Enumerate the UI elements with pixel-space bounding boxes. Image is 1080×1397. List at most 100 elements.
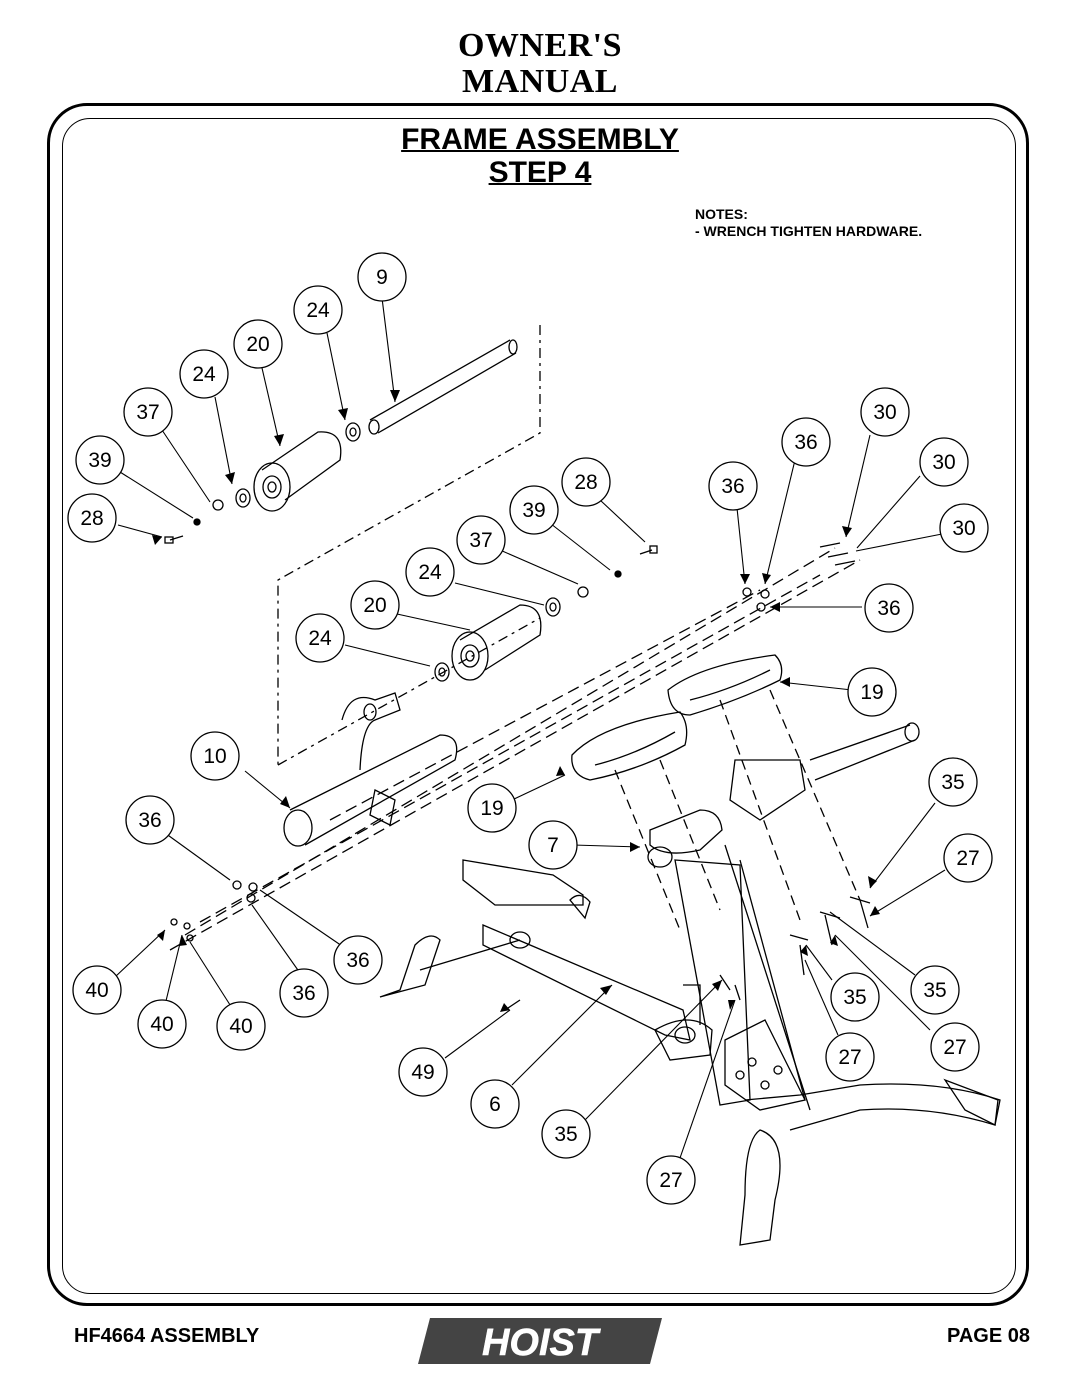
callout-circle: [456, 515, 506, 565]
callout-circle: [467, 783, 517, 833]
callout-circle: [864, 583, 914, 633]
callout-number: 39: [522, 499, 545, 522]
callout-number: 19: [860, 681, 883, 704]
callout-circle: [125, 795, 175, 845]
footer-page: PAGE 08: [947, 1325, 1030, 1347]
callout-number: 7: [547, 834, 559, 857]
header-line2: MANUAL: [462, 63, 618, 100]
callout-number: 35: [941, 771, 964, 794]
callout-circle: [72, 965, 122, 1015]
callout-number: 49: [411, 1061, 434, 1084]
leader-lines: [114, 297, 946, 1159]
callout-circle: [919, 437, 969, 487]
callout-circle: [708, 461, 758, 511]
callout-number: 36: [794, 431, 817, 454]
callout-number: 40: [229, 1015, 252, 1038]
callout-number: 36: [346, 949, 369, 972]
callout-number: 10: [203, 745, 226, 768]
callout-number: 39: [88, 449, 111, 472]
callout-number: 35: [923, 979, 946, 1002]
header-line1: OWNER'S: [457, 27, 623, 64]
callout-circle: [123, 387, 173, 437]
callout-circle: [179, 349, 229, 399]
callout-number: 27: [838, 1046, 861, 1069]
callout-circle: [561, 457, 611, 507]
callout-circle: [847, 667, 897, 717]
callout-circle: [930, 1022, 980, 1072]
callout-circle: [509, 485, 559, 535]
callout-circle: [541, 1109, 591, 1159]
callout-number: 35: [554, 1123, 577, 1146]
callout-number: 30: [952, 517, 975, 540]
callout-number: 28: [80, 507, 103, 530]
main-frame: [379, 722, 1001, 1246]
callout-number: 28: [574, 471, 597, 494]
callout-circle: [279, 968, 329, 1018]
callout-circle: [295, 613, 345, 663]
callout-circle: [216, 1001, 266, 1051]
page-frame-outer: [47, 103, 1029, 1306]
callout-circle: [233, 319, 283, 369]
callout-number: 24: [192, 363, 216, 386]
notes-block: NOTES: - WRENCH TIGHTEN HARDWARE.: [695, 206, 922, 240]
callout-circle: [470, 1079, 520, 1129]
callout-number: 35: [843, 986, 866, 1009]
callout-circle: [293, 285, 343, 335]
hardware-right: [170, 542, 871, 1011]
callout-circle: [781, 417, 831, 467]
callout-circle: [350, 580, 400, 630]
callout-circle: [67, 493, 117, 543]
svg-text:HOIST: HOIST: [482, 1322, 601, 1364]
page-subtitle: STEP 4: [488, 156, 592, 189]
callout-number: 24: [308, 627, 332, 650]
callout-circle: [939, 503, 989, 553]
page-title: FRAME ASSEMBLY: [401, 123, 679, 156]
callout-number: 30: [932, 451, 955, 474]
callout-number: 37: [469, 529, 492, 552]
callout-circle: [943, 833, 993, 883]
callout-number: 40: [85, 979, 108, 1002]
callout-circle: [910, 965, 960, 1015]
callout-circle: [333, 935, 383, 985]
callout-circle: [398, 1047, 448, 1097]
notes-heading: NOTES:: [695, 206, 748, 222]
roller-pad-top: [253, 431, 342, 512]
leg-tube: [283, 692, 458, 847]
back-pad-lower: [571, 711, 688, 781]
roller-pad-lower: [451, 604, 542, 681]
callout-circle: [75, 435, 125, 485]
callout-circle: [928, 757, 978, 807]
callout-circle: [137, 999, 187, 1049]
callout-number: 36: [721, 475, 744, 498]
callout-number: 30: [873, 401, 896, 424]
callout-circle: [825, 1032, 875, 1082]
callout-number: 20: [246, 333, 269, 356]
callout-number: 20: [363, 594, 386, 617]
manual-header: OWNER'S MANUAL: [0, 28, 1080, 100]
back-pad-upper: [667, 654, 783, 716]
callout-number: 27: [943, 1036, 966, 1059]
callout-circle: [528, 820, 578, 870]
hoist-logo: HOIST: [418, 1318, 662, 1364]
callout-number: 36: [138, 809, 161, 832]
callout-number: 27: [659, 1169, 682, 1192]
page-frame-inner: [62, 118, 1016, 1294]
callout-circle: [860, 387, 910, 437]
notes-item: - WRENCH TIGHTEN HARDWARE.: [695, 223, 923, 239]
callout-number: 27: [956, 847, 979, 870]
callout-number: 37: [136, 401, 159, 424]
callout-circle: [405, 547, 455, 597]
roller-shaft-top: [368, 339, 518, 435]
callout-circle: [830, 972, 880, 1022]
callout-circle: [646, 1155, 696, 1205]
callout-circle: [190, 731, 240, 781]
callout-number: 36: [292, 982, 315, 1005]
callout-number: 40: [150, 1013, 173, 1036]
callout-number: 36: [877, 597, 900, 620]
footer-model: HF4664 ASSEMBLY: [74, 1325, 260, 1347]
callout-number: 19: [480, 797, 503, 820]
callout-number: 9: [376, 266, 388, 289]
callout-number: 6: [489, 1093, 501, 1116]
